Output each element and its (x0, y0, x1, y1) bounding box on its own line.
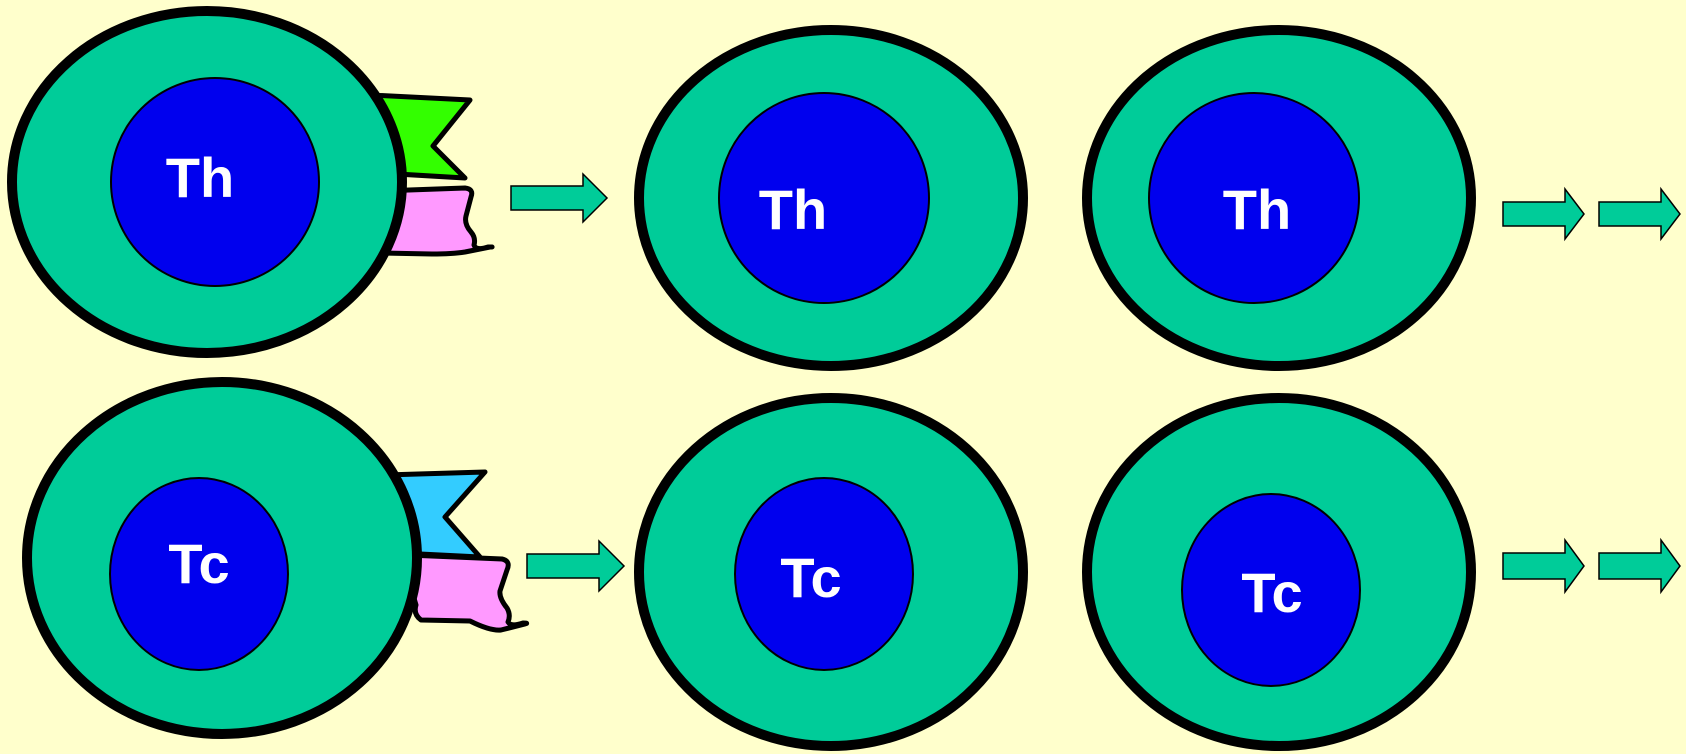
cell-nucleus (734, 477, 914, 671)
cell-label: Tc (1241, 561, 1302, 624)
right-arrow-icon (510, 172, 609, 224)
cell-label: Th (1223, 178, 1291, 241)
coreceptor-icon (377, 185, 495, 257)
cell-nucleus (109, 477, 289, 671)
right-arrow-icon (1502, 537, 1585, 595)
cell-nucleus (1181, 493, 1361, 687)
cell-label: Th (759, 178, 827, 241)
cell-label: Tc (780, 546, 841, 609)
right-arrow-icon (526, 539, 626, 593)
th-cell-1: Th (7, 6, 495, 358)
coreceptor-icon (405, 552, 530, 633)
cell-label: Tc (168, 532, 229, 595)
row-tc: Tc Tc Tc (22, 377, 1681, 751)
tc-cell-3: Tc (1082, 393, 1476, 751)
right-arrow-icon (1598, 537, 1681, 595)
cell-nucleus (718, 92, 930, 304)
row-th: Th Th Th (7, 6, 1681, 371)
cell-label: Th (166, 146, 234, 209)
right-arrow-icon (1598, 186, 1681, 242)
cell-nucleus (110, 77, 320, 287)
cell-nucleus (1148, 92, 1360, 304)
tc-cell-2: Tc (634, 393, 1028, 751)
th-cell-2: Th (634, 25, 1028, 371)
th-cell-3: Th (1082, 25, 1476, 371)
tc-cell-1: Tc (22, 377, 530, 739)
right-arrow-icon (1502, 186, 1585, 242)
